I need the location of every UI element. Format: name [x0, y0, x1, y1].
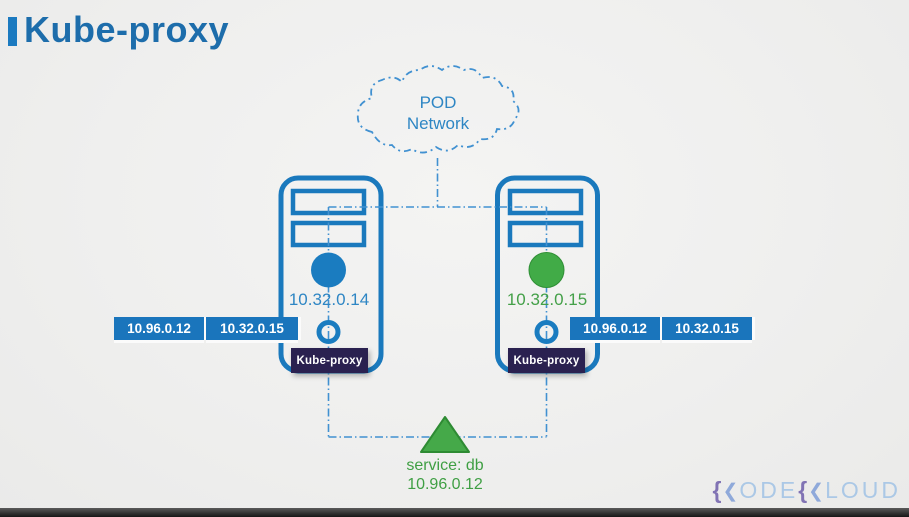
node-1-pod-ip-chip: 10.32.0.15 [206, 317, 298, 340]
node-1-kube-proxy-badge: Kube-proxy [291, 348, 368, 373]
bottom-edge-bar [0, 508, 909, 517]
node-2-port-ring-icon [534, 320, 559, 344]
logo-k2-angle: ❮ [808, 481, 826, 502]
page-title-block: Kube-proxy [8, 9, 229, 51]
node-2-kube-proxy-badge: Kube-proxy [508, 348, 585, 373]
logo-k1-angle: ❮ [722, 481, 740, 502]
logo-k1-brace: { [712, 477, 723, 503]
service-cluster-ip: 10.96.0.12 [407, 476, 483, 493]
service-label: service: db 10.96.0.12 [370, 456, 520, 494]
node-1-service-ip-chip: 10.96.0.12 [114, 317, 204, 340]
kodekloud-logo: {❮ODE{❮LOUD [713, 477, 902, 504]
node-2-bay-1 [507, 188, 584, 216]
node-1-port-ring-icon [316, 320, 341, 344]
service-name: service: db [406, 457, 484, 474]
pod-blue-icon [311, 252, 346, 288]
page-title: Kube-proxy [24, 9, 230, 50]
logo-word-ode: ODE [739, 477, 799, 503]
pod-network-line1: POD [419, 93, 457, 112]
service-triangle-icon [420, 416, 470, 453]
title-accent-bar [8, 17, 17, 46]
pod-network-cloud-icon [356, 65, 520, 154]
node-2-pod-ip-chip: 10.32.0.15 [662, 317, 752, 340]
pod-green-icon [528, 252, 565, 288]
pod-network-label: POD Network [378, 92, 498, 134]
logo-k2-brace: { [798, 477, 809, 503]
node-1-pod-ip: 10.32.0.14 [288, 290, 370, 309]
logo-word-loud: LOUD [825, 477, 901, 503]
node-2-pod-ip: 10.32.0.15 [506, 290, 588, 309]
pod-network-line2: Network [406, 114, 470, 133]
node-2-bay-2 [507, 220, 584, 248]
node-2-service-ip-chip: 10.96.0.12 [570, 317, 660, 340]
